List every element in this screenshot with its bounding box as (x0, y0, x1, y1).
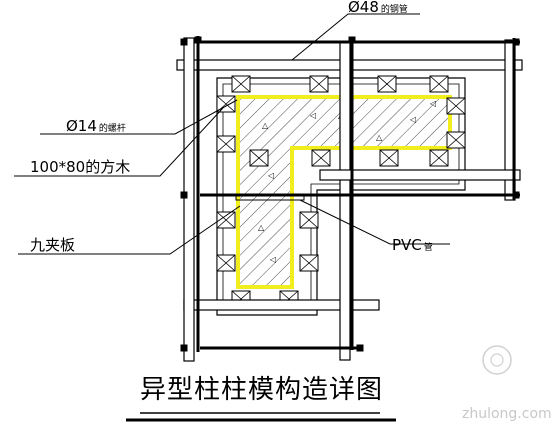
watermark-logo-icon (482, 345, 512, 375)
leader-lines (14, 13, 450, 255)
special-shaped-column-outline (236, 95, 452, 289)
svg-text:△: △ (258, 223, 265, 232)
svg-text:△: △ (376, 133, 383, 142)
svg-text:◁: ◁ (429, 99, 436, 108)
tie-bolts (180, 36, 520, 352)
svg-text:◁: ◁ (267, 171, 274, 180)
watermark-text: zhulong.com (462, 406, 552, 422)
timber-label: 100*80的方木 (30, 158, 130, 176)
steel-pipes (176, 37, 523, 362)
pvc-pipe (235, 193, 305, 201)
watermark: zhulong.com (462, 345, 552, 422)
plywood-label: 九夹板 (30, 236, 75, 254)
svg-text:◁: ◁ (309, 111, 316, 120)
svg-text:△: △ (262, 121, 269, 130)
drawing-title: 异型柱柱模构造详图 (140, 375, 383, 405)
svg-text:◁: ◁ (409, 115, 416, 124)
svg-text:◁: ◁ (269, 255, 276, 264)
